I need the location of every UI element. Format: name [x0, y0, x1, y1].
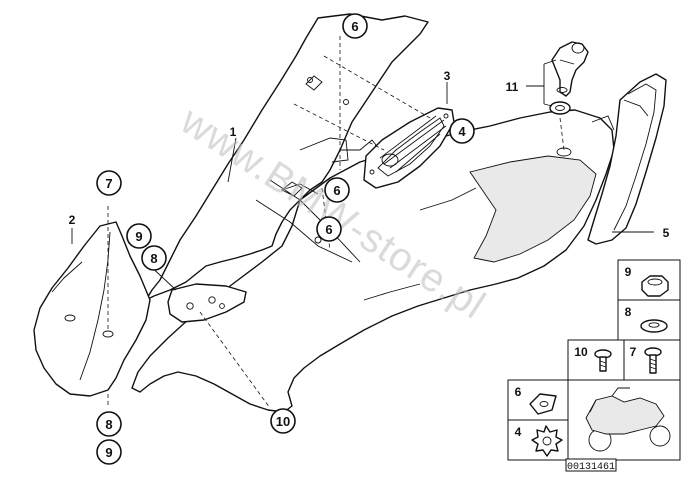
callout-9-left-text: 9: [135, 229, 142, 244]
callout-8-left-text: 8: [150, 251, 157, 266]
screw-short-icon: [594, 349, 612, 372]
legend-number-7: 7: [630, 345, 637, 359]
clip-nut-icon: [529, 393, 557, 415]
label-part-3: 3: [444, 69, 451, 83]
hex-nut-icon: [641, 275, 669, 297]
callout-6-top: 6: [342, 13, 368, 39]
callout-9-left: 9: [126, 223, 152, 249]
ventilation-grille-part: [363, 107, 455, 189]
legend-number-8: 8: [625, 305, 632, 319]
star-washer-icon: [531, 425, 563, 457]
connector-part: [549, 41, 589, 115]
callout-8-bottom: 8: [96, 411, 122, 437]
label-part-5: 5: [663, 226, 670, 240]
side-panel-part: [587, 73, 667, 245]
reference-number: 00131461: [567, 462, 615, 473]
callout-6-mid-text: 6: [333, 183, 340, 198]
callout-6-low: 6: [316, 216, 342, 242]
callout-7-text: 7: [105, 176, 112, 191]
front-cover-part: [33, 221, 151, 397]
callout-10-text: 10: [276, 414, 290, 429]
legend-number-9: 9: [625, 265, 632, 279]
callout-7: 7: [96, 170, 122, 196]
label-part-1: 1: [230, 125, 237, 139]
label-part-2: 2: [69, 213, 76, 227]
callout-8-bottom-text: 8: [105, 417, 112, 432]
main-fairing-part: [131, 13, 615, 413]
legend-number-6: 6: [515, 385, 522, 399]
callout-6-top-text: 6: [351, 19, 358, 34]
callout-4: 4: [449, 118, 475, 144]
callout-6-low-text: 6: [325, 222, 332, 237]
motorcycle-thumbnail-icon: [585, 387, 671, 452]
washer-icon: [640, 319, 668, 333]
label-part-11: 11: [506, 80, 519, 94]
legend-number-4: 4: [515, 425, 522, 439]
callout-6-mid: 6: [324, 177, 350, 203]
small-parts-legend: 9 8 10 7 6 4: [507, 259, 681, 473]
callout-8-left: 8: [141, 245, 167, 271]
legend-number-10: 10: [574, 345, 588, 359]
side-bracket-panel: [167, 283, 247, 323]
callout-10: 10: [270, 408, 296, 434]
callout-4-text: 4: [458, 124, 466, 139]
callout-9-bottom-text: 9: [105, 445, 112, 460]
screw-long-icon: [644, 347, 662, 374]
callout-9-bottom: 9: [96, 439, 122, 465]
